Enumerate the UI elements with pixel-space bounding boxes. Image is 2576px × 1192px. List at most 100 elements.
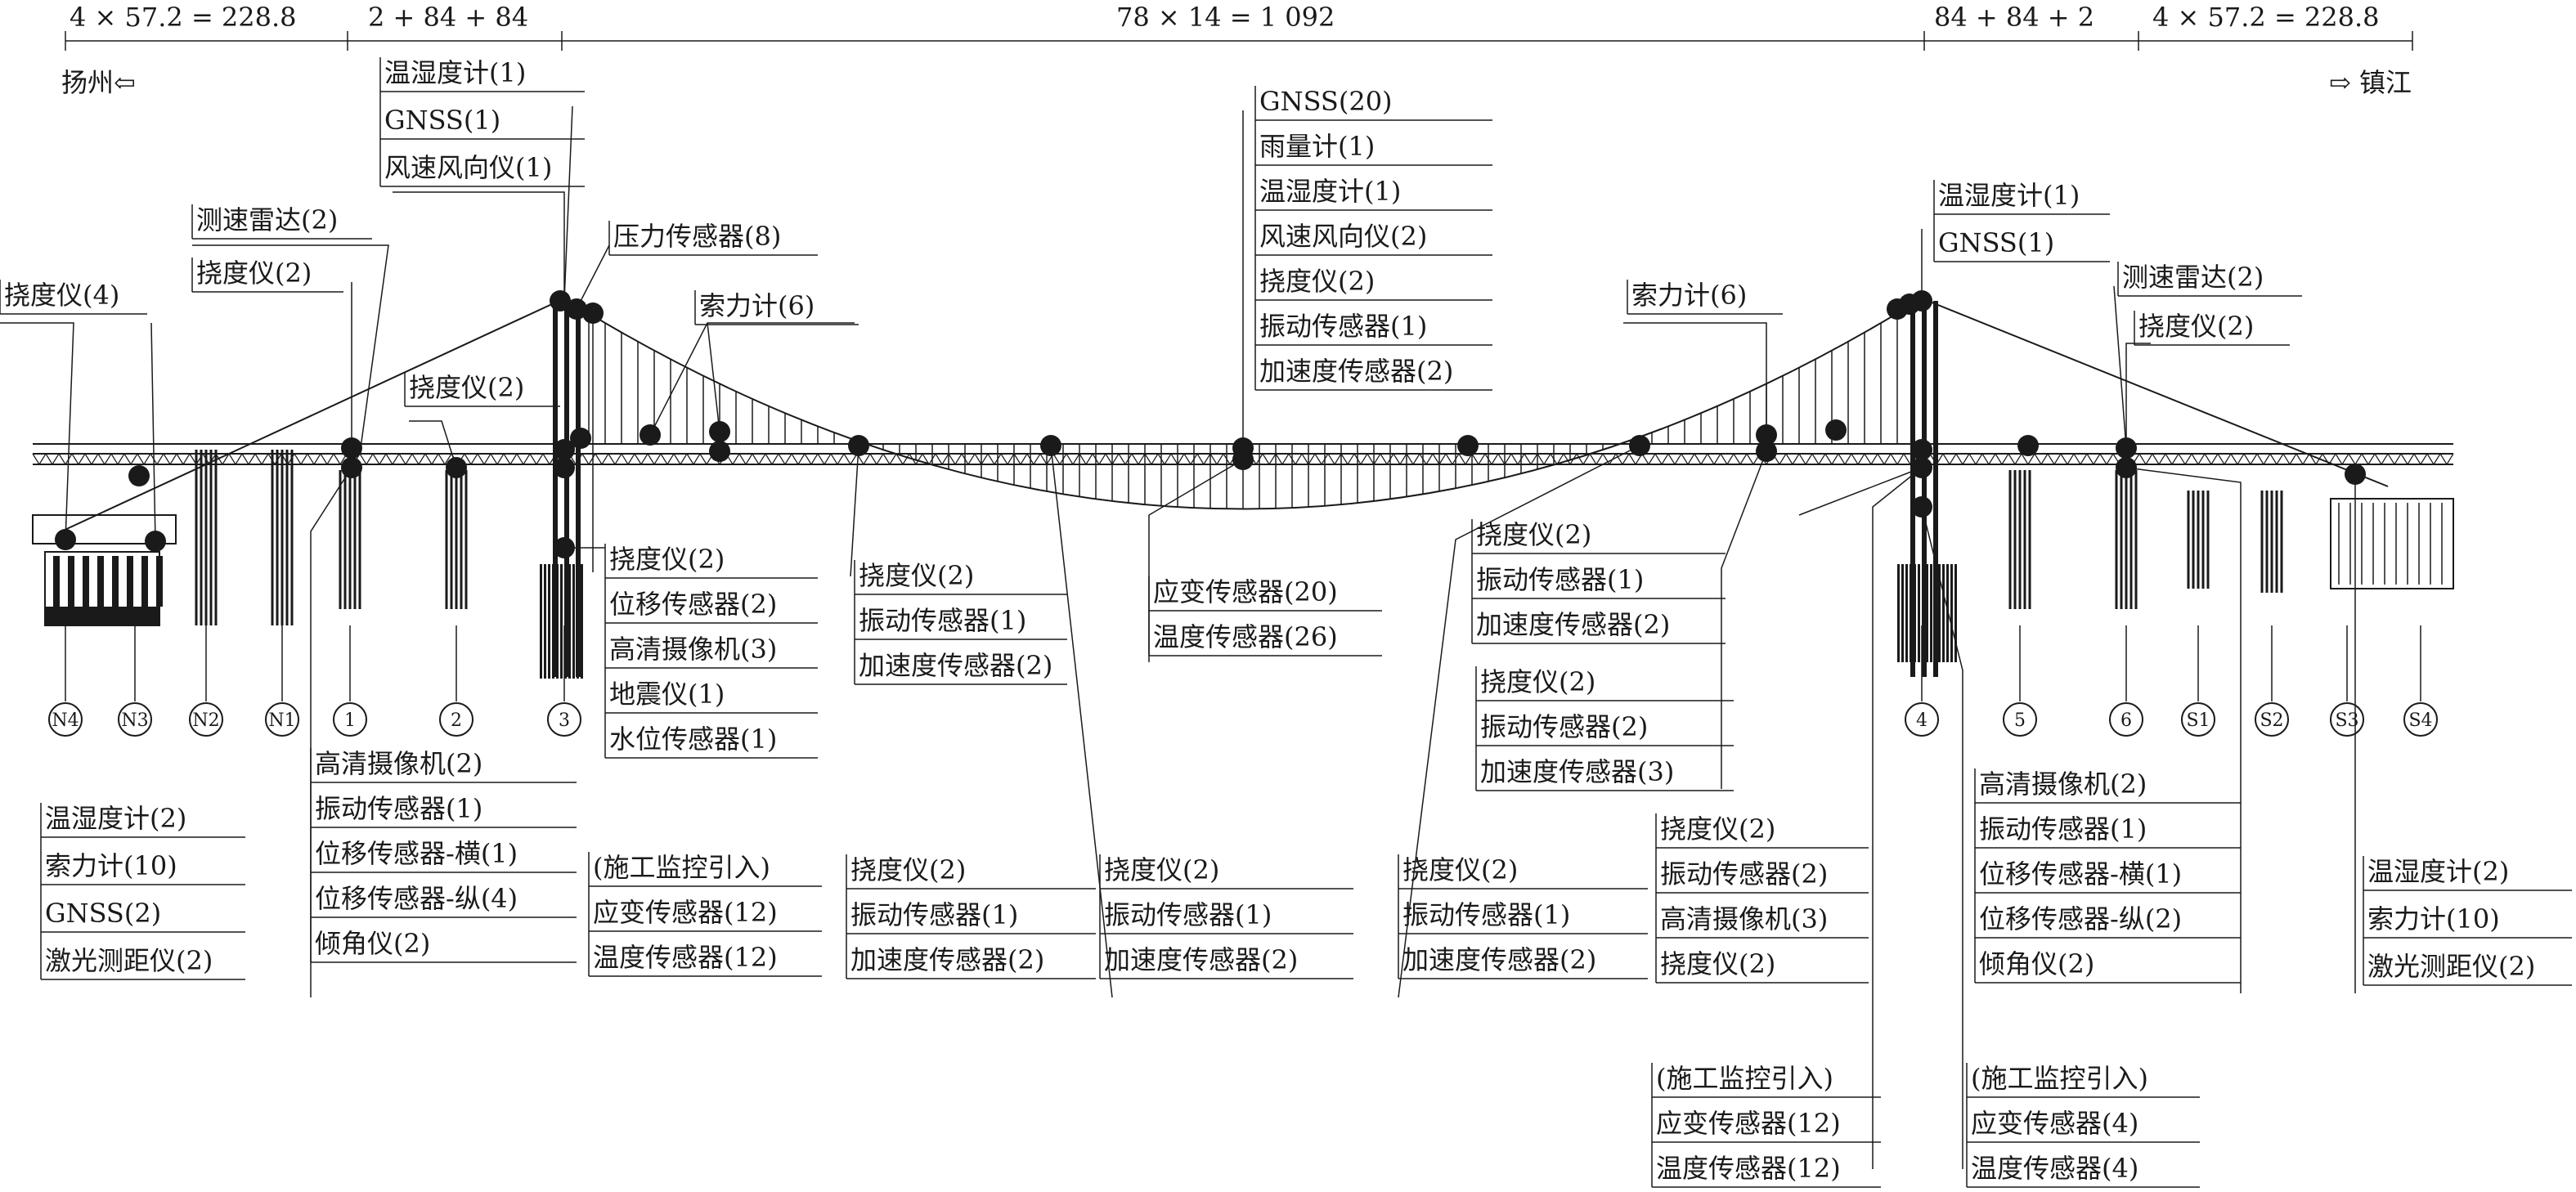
- pile: [548, 564, 550, 679]
- truss-member: [1340, 453, 1349, 465]
- pier-column: [200, 450, 203, 625]
- piers: [195, 450, 2283, 679]
- truss-member: [2237, 453, 2245, 465]
- sensor-label: 温湿度计(2): [45, 803, 186, 834]
- label-group-south-eighth: 挠度仪(2)振动传感器(1)加速度传感器(2): [1398, 854, 1648, 979]
- pile: [564, 564, 567, 679]
- truss-member: [928, 453, 936, 465]
- pile: [1910, 564, 1912, 662]
- truss-member: [869, 453, 877, 465]
- truss-member: [634, 453, 642, 465]
- truss-member: [1183, 453, 1192, 465]
- truss-member: [1164, 453, 1172, 465]
- truss-member: [1478, 453, 1486, 465]
- sensor-label: 振动传感器(1): [850, 899, 1018, 930]
- truss-member: [1334, 453, 1342, 465]
- sensor-dots: [55, 290, 2366, 558]
- truss-member: [2407, 453, 2415, 465]
- leader-line: [150, 322, 156, 542]
- sensor-label: GNSS(20): [1259, 86, 1393, 117]
- pier-circle: [118, 702, 152, 737]
- truss-member: [2152, 453, 2160, 465]
- truss-member: [1013, 453, 1021, 465]
- pier-circle: [547, 702, 581, 737]
- truss-member: [745, 453, 753, 465]
- truss-member: [91, 453, 99, 465]
- truss-member: [1537, 453, 1545, 465]
- pier-column: [358, 470, 361, 609]
- sensor-label: 位移传感器-纵(4): [315, 883, 518, 914]
- truss-member: [1726, 453, 1735, 465]
- leader-line: [1921, 506, 1963, 1169]
- pier-column: [2120, 470, 2123, 609]
- truss-member: [104, 453, 112, 465]
- sensor-label: 挠度仪(2): [850, 854, 966, 885]
- truss-member: [732, 453, 740, 465]
- sensor-dot: [550, 290, 571, 311]
- truss-member: [2341, 453, 2349, 465]
- truss-member: [2001, 453, 2009, 465]
- pile: [544, 564, 546, 679]
- anchor-rib: [112, 556, 119, 607]
- label-group-north-anchor-top: 挠度仪(4): [0, 280, 147, 315]
- truss-member: [1700, 453, 1708, 465]
- truss-member: [1295, 453, 1303, 465]
- truss-member: [123, 453, 132, 465]
- leader-line: [2125, 467, 2242, 993]
- pier-column: [2023, 470, 2026, 609]
- anchor-rib: [97, 556, 104, 607]
- pier-label: N2: [192, 710, 219, 731]
- truss-member: [2276, 453, 2284, 465]
- truss-member: [804, 453, 812, 465]
- truss-member: [824, 453, 832, 465]
- truss-member: [261, 453, 269, 465]
- sensor-label: 挠度仪(2): [1480, 666, 1595, 697]
- leader-line: [192, 244, 389, 455]
- truss-member: [1844, 453, 1852, 465]
- dimension-line: 4 × 57.2 = 228.8 2 + 84 + 84 78 × 14 = 1…: [65, 2, 2413, 51]
- pier-label: N3: [121, 710, 148, 731]
- pier-circle: [2003, 702, 2037, 737]
- truss-member: [1452, 453, 1460, 465]
- pile: [1942, 564, 1945, 662]
- truss-member: [1510, 453, 1519, 465]
- truss-member: [1962, 453, 1970, 465]
- truss-member: [2328, 453, 2336, 465]
- label-group-south-strain-a: (施工监控引入)应变传感器(12)温度传感器(12): [1651, 1063, 1881, 1188]
- truss-member: [791, 453, 799, 465]
- truss-member: [1098, 453, 1106, 465]
- label-group-south-pier6: 高清摄像机(2)振动传感器(1)位移传感器-横(1)位移传感器-纵(2)倾角仪(…: [1974, 769, 2241, 984]
- label-group-north-anchor: 温湿度计(2)索力计(10)GNSS(2)激光测距仪(2): [40, 803, 245, 980]
- pier-label: 4: [1916, 710, 1928, 731]
- pile: [1930, 564, 1932, 662]
- pier-column: [2270, 491, 2273, 593]
- truss-member: [503, 453, 511, 465]
- truss-member: [1000, 453, 1008, 465]
- pile: [1905, 564, 1908, 662]
- sensor-label: 应变传感器(4): [1971, 1108, 2138, 1139]
- truss-member: [156, 453, 164, 465]
- truss-member: [2322, 453, 2330, 465]
- pile: [572, 564, 575, 679]
- label-group-south-quarter-mid: 挠度仪(2)振动传感器(2)加速度传感器(3): [1475, 666, 1734, 791]
- truss-member: [1995, 453, 2003, 465]
- pile: [560, 564, 563, 679]
- truss-member: [1497, 453, 1506, 465]
- sensor-label: 加速度传感器(2): [1259, 356, 1453, 387]
- label-group-south-defl: 挠度仪(2): [2134, 311, 2290, 346]
- truss-member: [2184, 453, 2192, 465]
- truss-member: [1857, 453, 1865, 465]
- truss-member: [771, 453, 779, 465]
- truss-member: [1177, 453, 1185, 465]
- pier-column: [2134, 470, 2138, 609]
- truss-member: [110, 453, 119, 465]
- sensor-label: 高清摄像机(2): [315, 748, 482, 779]
- pier-column: [2197, 491, 2200, 589]
- sensor-label: 挠度仪(2): [1104, 854, 1219, 885]
- truss-member: [418, 453, 426, 465]
- truss-member: [444, 453, 452, 465]
- truss-member: [876, 453, 884, 465]
- truss-member: [97, 453, 105, 465]
- truss-member: [1190, 453, 1198, 465]
- truss-member: [2439, 453, 2448, 465]
